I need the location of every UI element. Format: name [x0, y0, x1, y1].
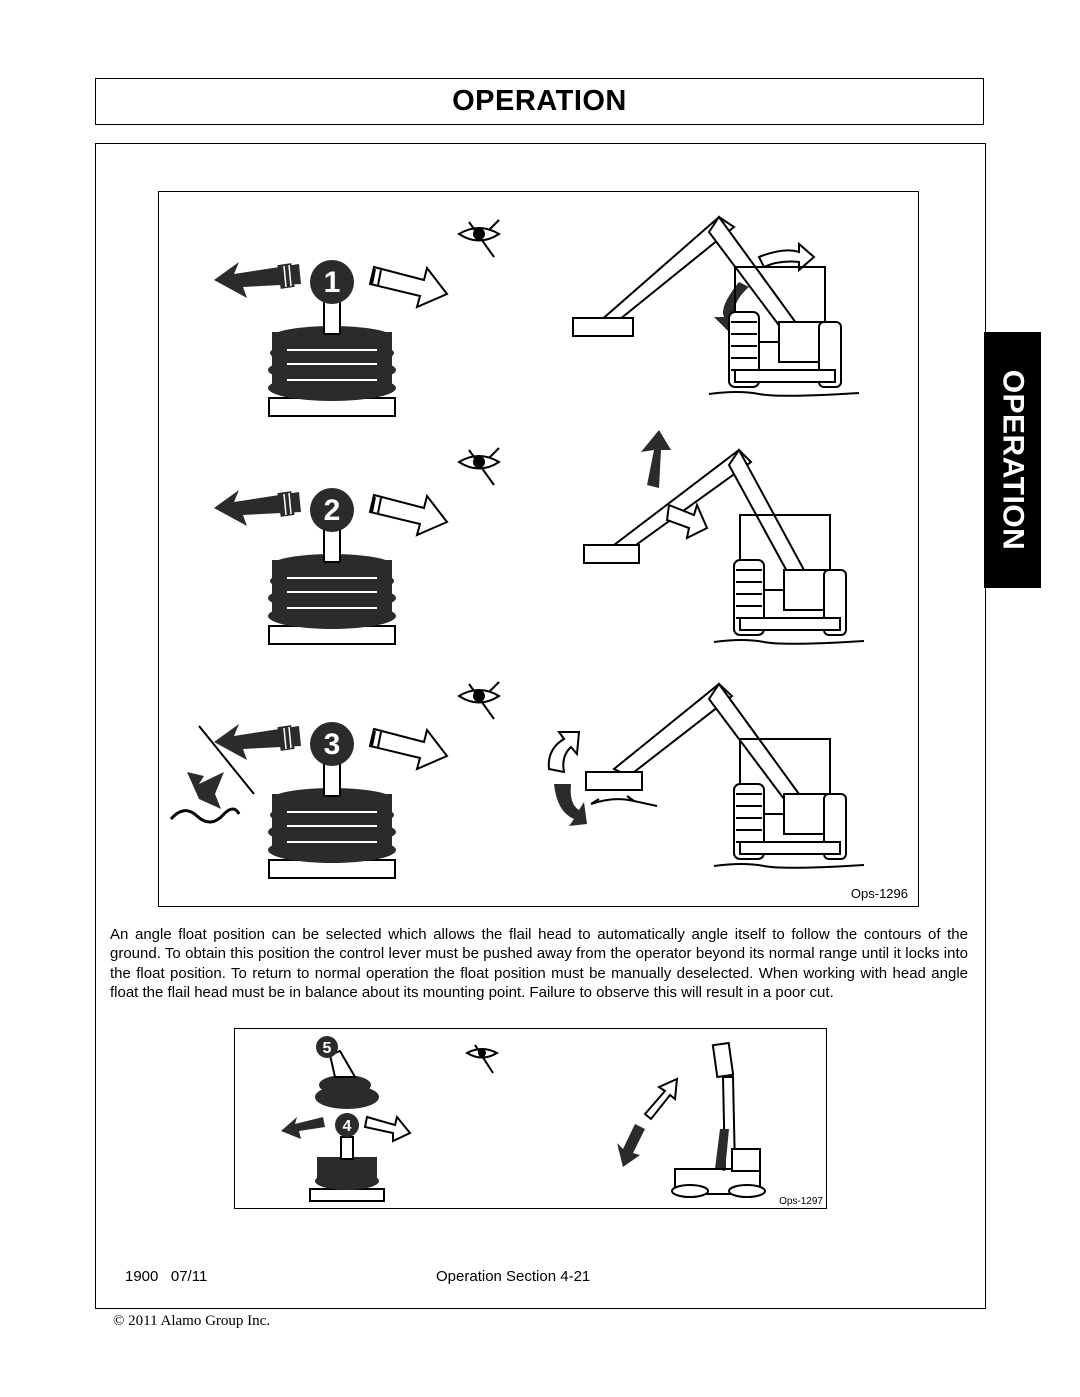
step-3-group: 3 [169, 681, 865, 879]
footer-section: Operation Section 4-21 [436, 1268, 591, 1285]
step-number-5: 5 [323, 1040, 332, 1057]
section-tab-label: OPERATION [996, 369, 1030, 551]
copyright-notice: © 2011 Alamo Group Inc. [113, 1313, 271, 1329]
float-lever-illustration: 5 4 [281, 1036, 766, 1202]
page-title: OPERATION [452, 85, 627, 117]
figure-ops-1296: 1 2 3 Ops-129 [158, 191, 919, 907]
page-header: OPERATION [95, 78, 984, 125]
step-1-group: 1 [213, 215, 860, 417]
figure-code: Ops-1296 [850, 886, 908, 901]
step-number-4: 4 [343, 1118, 352, 1135]
step-number-1: 1 [324, 266, 341, 299]
body-paragraph: An angle float position can be selected … [110, 926, 968, 1002]
figure-ops-1297: 5 4 Ops-1297 [234, 1028, 827, 1209]
footer-model-date: 1900 07/11 [125, 1268, 208, 1285]
section-tab: OPERATION [984, 332, 1041, 588]
control-lever-illustration: 1 2 3 [169, 215, 865, 879]
step-number-3: 3 [324, 728, 341, 761]
figure-code: Ops-1297 [779, 1196, 823, 1207]
step-2-group: 2 [213, 430, 865, 645]
step-number-2: 2 [324, 494, 341, 527]
content-frame [95, 143, 986, 1309]
